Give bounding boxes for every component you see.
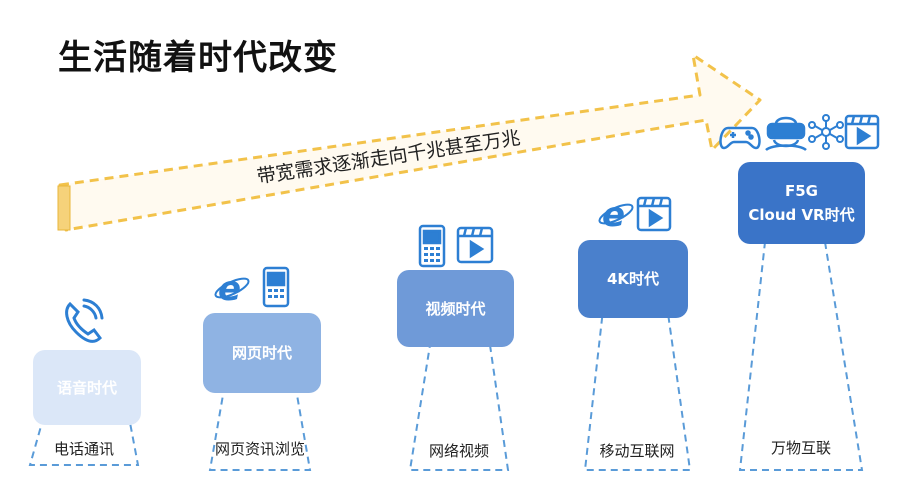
page-title: 生活随着时代改变 <box>58 38 338 78</box>
era-label-web: 网页时代 <box>231 344 292 362</box>
feature-phone-icon <box>418 224 446 268</box>
caption-f5g: 万物互联 <box>770 439 831 457</box>
svg-text:e: e <box>218 269 241 309</box>
era-label-video: 视频时代 <box>425 299 486 318</box>
phone-call-icon <box>65 298 104 343</box>
era-label-f5g-line2: Cloud VR时代 <box>748 206 855 224</box>
video-player-icon <box>636 196 672 232</box>
era-label-voice: 语音时代 <box>56 378 117 397</box>
ie-browser-icon: e <box>598 195 634 235</box>
network-icon <box>808 114 844 150</box>
era-box-voice: 语音时代 <box>33 350 141 425</box>
mobile-phone-icon <box>262 266 290 308</box>
era-label-f5g-line1: F5G <box>785 182 818 200</box>
caption-video: 网络视频 <box>428 442 489 460</box>
video-player-icon <box>844 114 880 150</box>
beam-f5g <box>738 241 864 471</box>
era-box-f5g: F5G Cloud VR时代 <box>738 162 865 244</box>
era-label-4k: 4K时代 <box>606 270 660 288</box>
icons: e <box>65 114 880 343</box>
ie-browser-icon: e <box>214 269 250 309</box>
video-player-icon <box>456 226 494 264</box>
era-box-web: 网页时代 <box>203 313 321 393</box>
beam-voice <box>28 411 140 466</box>
era-box-video: 视频时代 <box>397 270 514 347</box>
gamepad-icon <box>719 126 761 150</box>
caption-voice: 电话通讯 <box>53 440 114 458</box>
vr-headset-icon <box>765 116 807 152</box>
caption-4k: 移动互联网 <box>599 442 675 460</box>
era-box-4k: 4K时代 <box>578 240 688 318</box>
bandwidth-arrow: 带宽需求逐渐走向千兆甚至万兆 <box>57 53 762 232</box>
svg-text:e: e <box>602 195 625 235</box>
caption-web: 网页资讯浏览 <box>214 440 305 458</box>
